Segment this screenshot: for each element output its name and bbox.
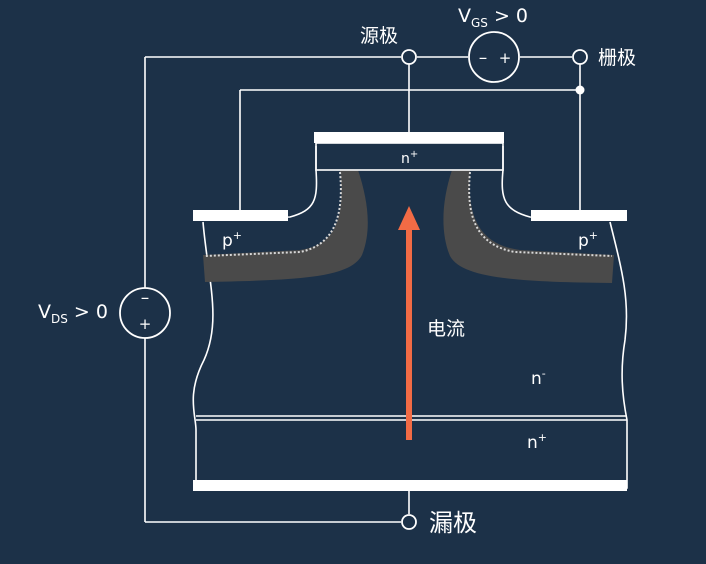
vgs-minus-sign: – [479, 48, 488, 68]
vds-label: VDS > 0 [38, 301, 108, 326]
vds-plus-sign: + [139, 315, 152, 333]
right-p-junction-dots [468, 171, 613, 257]
current-label: 电流 [427, 318, 465, 340]
source-contact [314, 132, 504, 143]
source-n-region [202, 146, 613, 219]
n-plus-source-label: n+ [401, 149, 418, 167]
source-terminal [401, 49, 417, 65]
p-plus-right-label: p+ [578, 229, 598, 251]
gate-terminal [572, 49, 588, 65]
drain-label: 漏极 [429, 509, 477, 537]
vgs-plus-sign: + [499, 49, 512, 67]
right-depletion-region [443, 170, 614, 283]
vgs-source-icon [468, 31, 520, 83]
n-minus-drift-label: n- [531, 367, 546, 389]
circuit-wires [144, 56, 581, 523]
left-depletion-region [203, 170, 368, 282]
vds-source-icon [119, 287, 171, 339]
source-label: 源极 [360, 25, 398, 47]
drain-terminal [401, 514, 417, 530]
right-gate-contact [531, 210, 627, 221]
n-plus-substrate-label: n+ [527, 431, 547, 453]
device-body-outline [192, 221, 628, 489]
p-plus-left-label: p+ [222, 229, 242, 251]
gate-label: 栅极 [598, 47, 636, 69]
left-p-junction-dots [204, 171, 342, 257]
vds-minus-sign: – [141, 288, 150, 308]
left-gate-contact [193, 210, 288, 221]
vgs-label: VGS > 0 [458, 5, 528, 30]
current-arrow-head [398, 206, 420, 230]
drain-contact [193, 480, 627, 491]
gate-junction-dot [575, 85, 585, 95]
